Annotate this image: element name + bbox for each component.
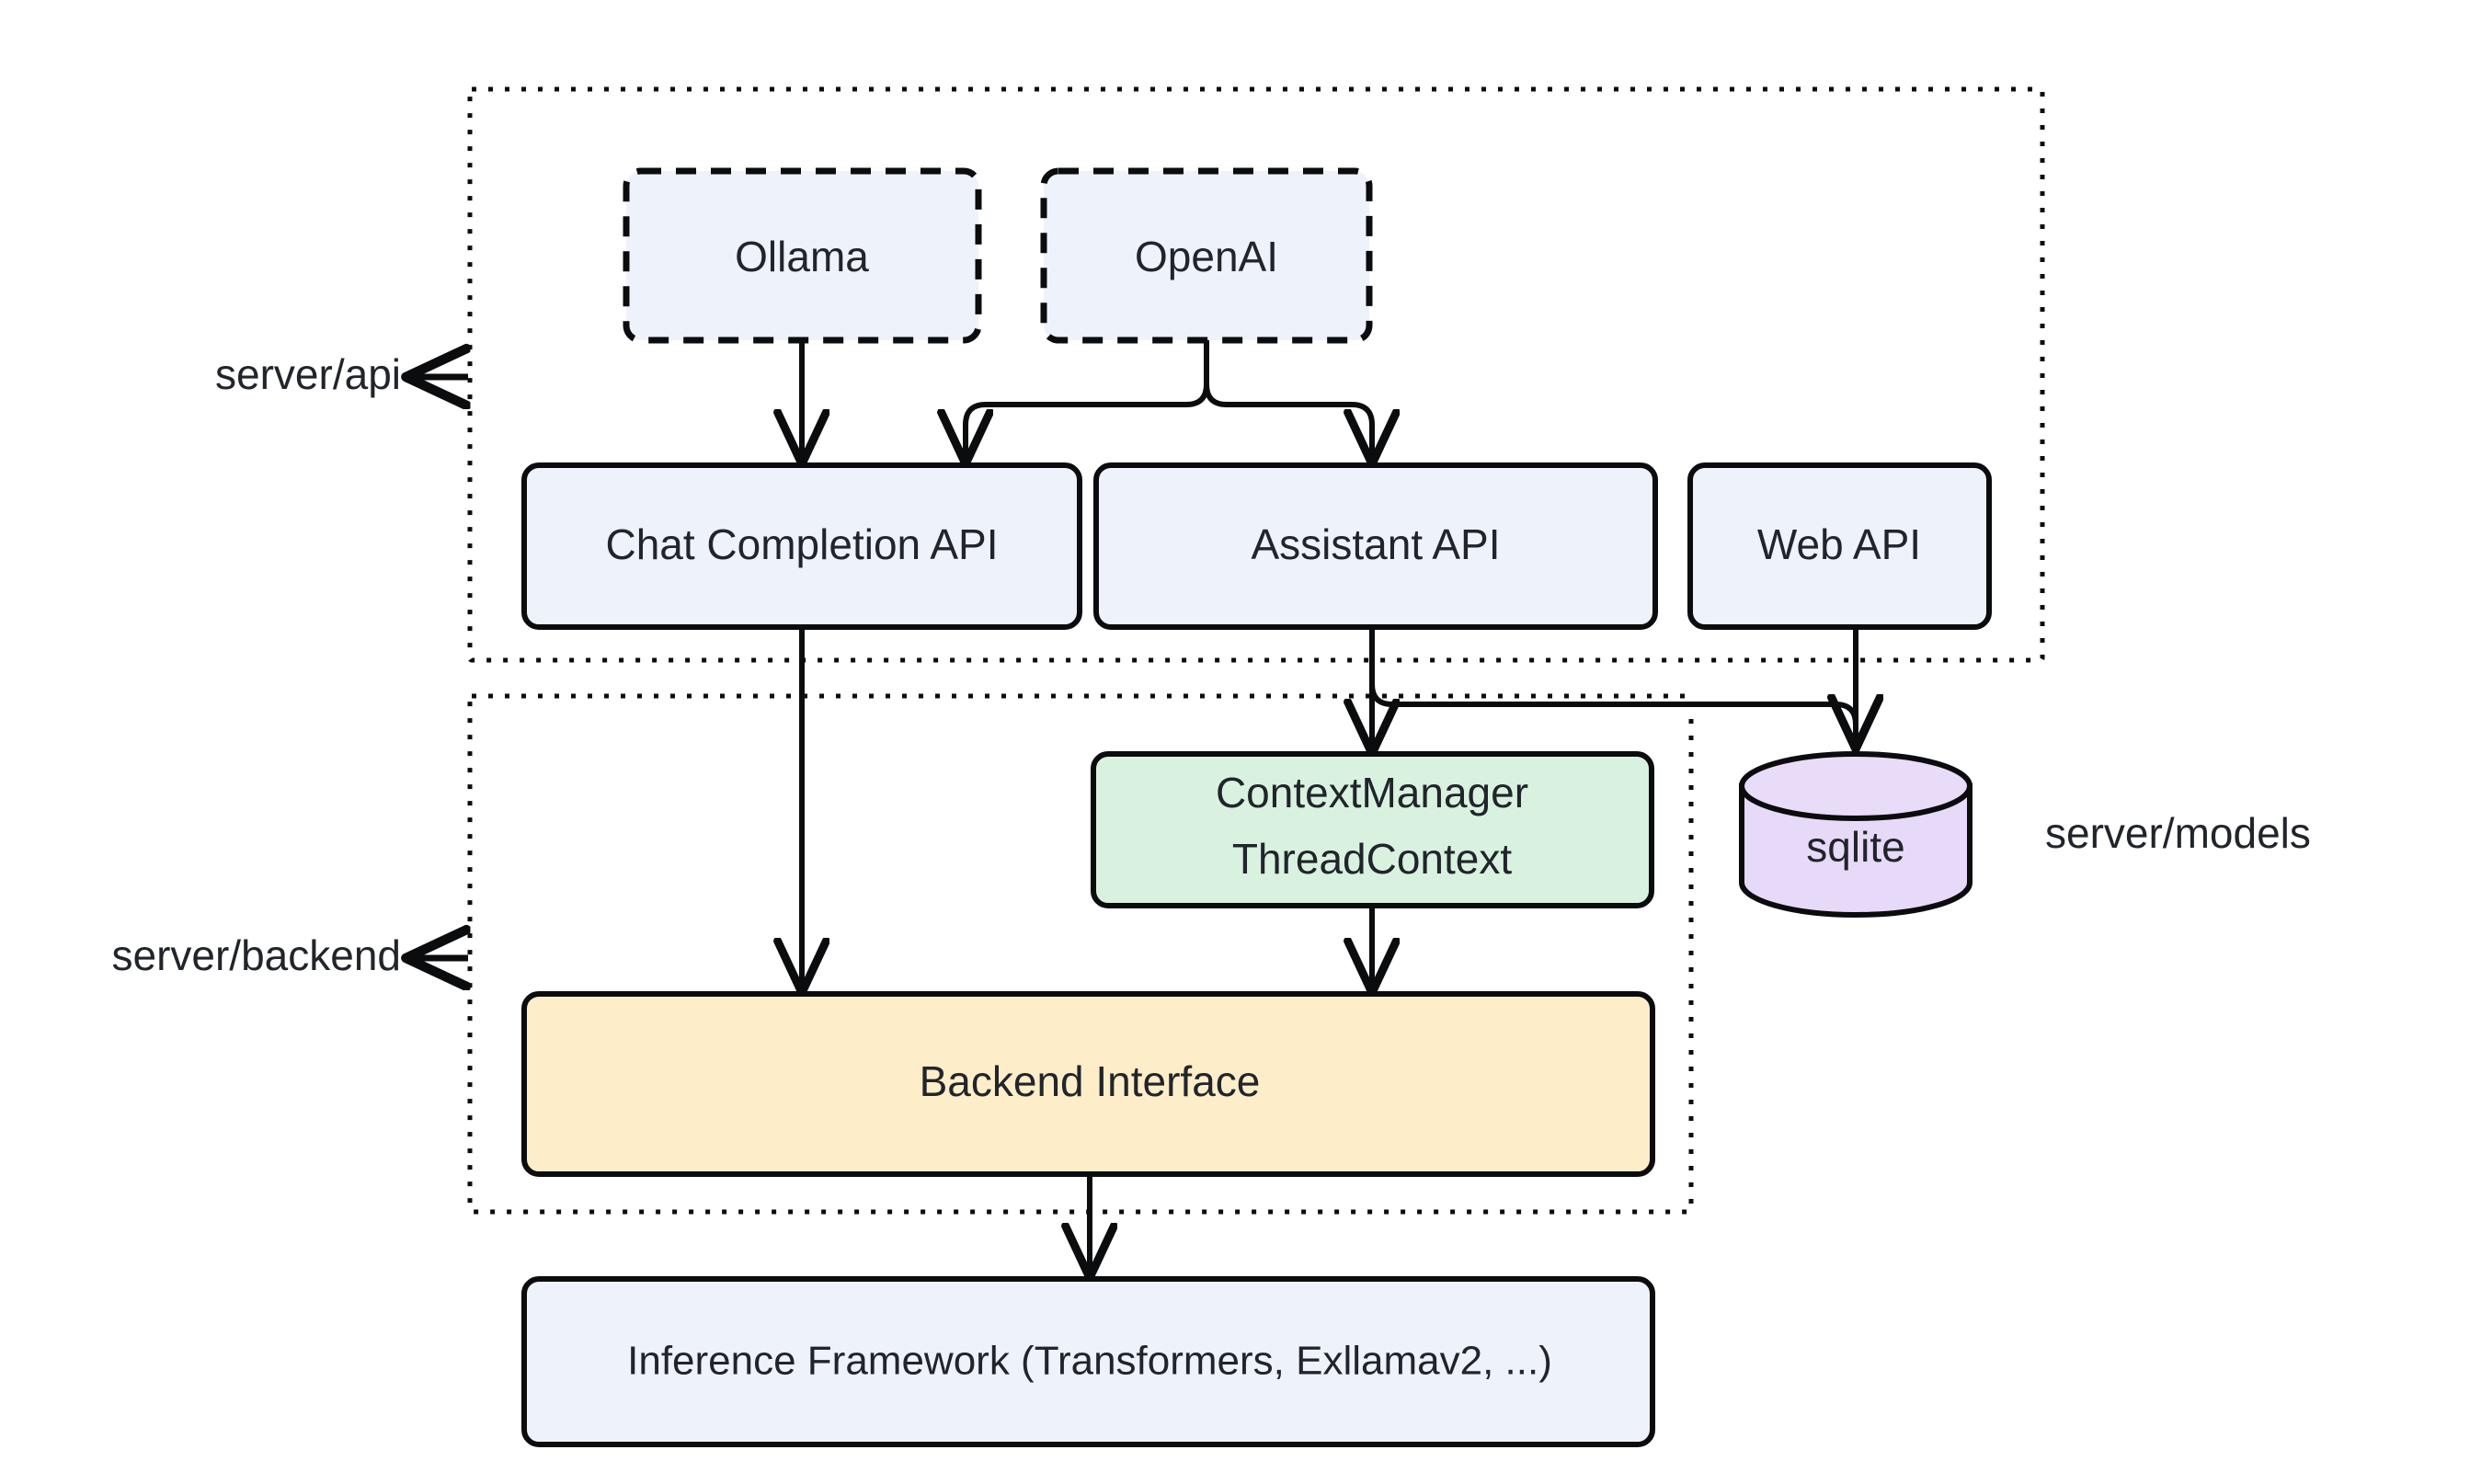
- edge-openai-to-chat-completion-api: [966, 340, 1209, 460]
- node-chat-completion-api-box[interactable]: [521, 462, 1082, 630]
- node-chat-completion-api[interactable]: Chat Completion API: [521, 462, 1082, 630]
- node-ollama-label: Ollama: [735, 233, 869, 280]
- edge-assistant-api-to-sqlite: [1369, 627, 1856, 745]
- node-web-api[interactable]: Web API: [1687, 462, 1992, 630]
- node-ollama-box[interactable]: [623, 167, 982, 344]
- node-context-manager-label-line2: ThreadContext: [1232, 835, 1512, 883]
- cluster-border-server-backend: [467, 693, 1694, 1215]
- cluster-label-server-models-text: server/models: [2045, 809, 2311, 857]
- node-inference-framework-label: Inference Framework (Transformers, Exlla…: [627, 1339, 1552, 1384]
- cluster-label-server-models: server/models: [2045, 809, 2311, 857]
- cluster-border-server-api: [467, 86, 2045, 663]
- node-chat-completion-api-label: Chat Completion API: [605, 520, 998, 568]
- node-sqlite-label: sqlite: [1806, 823, 1904, 871]
- node-backend-interface-box[interactable]: [521, 991, 1655, 1177]
- node-context-manager-label-line1: ContextManager: [1216, 769, 1528, 816]
- node-context-manager-box[interactable]: [1091, 751, 1654, 908]
- node-web-api-label: Web API: [1757, 520, 1921, 568]
- node-backend-interface-label: Backend Interface: [920, 1057, 1261, 1105]
- node-sqlite[interactable]: sqlite: [1739, 751, 1973, 918]
- node-openai[interactable]: OpenAI: [1040, 167, 1373, 344]
- node-ollama[interactable]: Ollama: [623, 167, 982, 344]
- node-assistant-api[interactable]: Assistant API: [1093, 462, 1658, 630]
- node-web-api-box[interactable]: [1687, 462, 1992, 630]
- node-assistant-api-box[interactable]: [1093, 462, 1658, 630]
- node-sqlite-cylinder-body[interactable]: [1739, 783, 1973, 918]
- cluster-label-server-api-text: server/api: [215, 350, 401, 398]
- cluster-label-server-backend: server/backend: [112, 931, 469, 979]
- node-context-manager[interactable]: ContextManager ThreadContext: [1091, 751, 1654, 908]
- node-backend-interface[interactable]: Backend Interface: [521, 991, 1655, 1177]
- node-openai-label: OpenAI: [1135, 233, 1278, 280]
- edge-openai-to-assistant-api: [1204, 340, 1372, 460]
- cluster-label-server-backend-text: server/backend: [112, 931, 402, 979]
- node-inference-framework[interactable]: Inference Framework (Transformers, Exlla…: [521, 1276, 1655, 1447]
- node-assistant-api-label: Assistant API: [1251, 520, 1500, 568]
- node-openai-box[interactable]: [1040, 167, 1373, 344]
- node-inference-framework-box[interactable]: [521, 1276, 1655, 1447]
- cluster-label-server-api: server/api: [215, 350, 468, 398]
- node-sqlite-cylinder-top: [1739, 751, 1973, 821]
